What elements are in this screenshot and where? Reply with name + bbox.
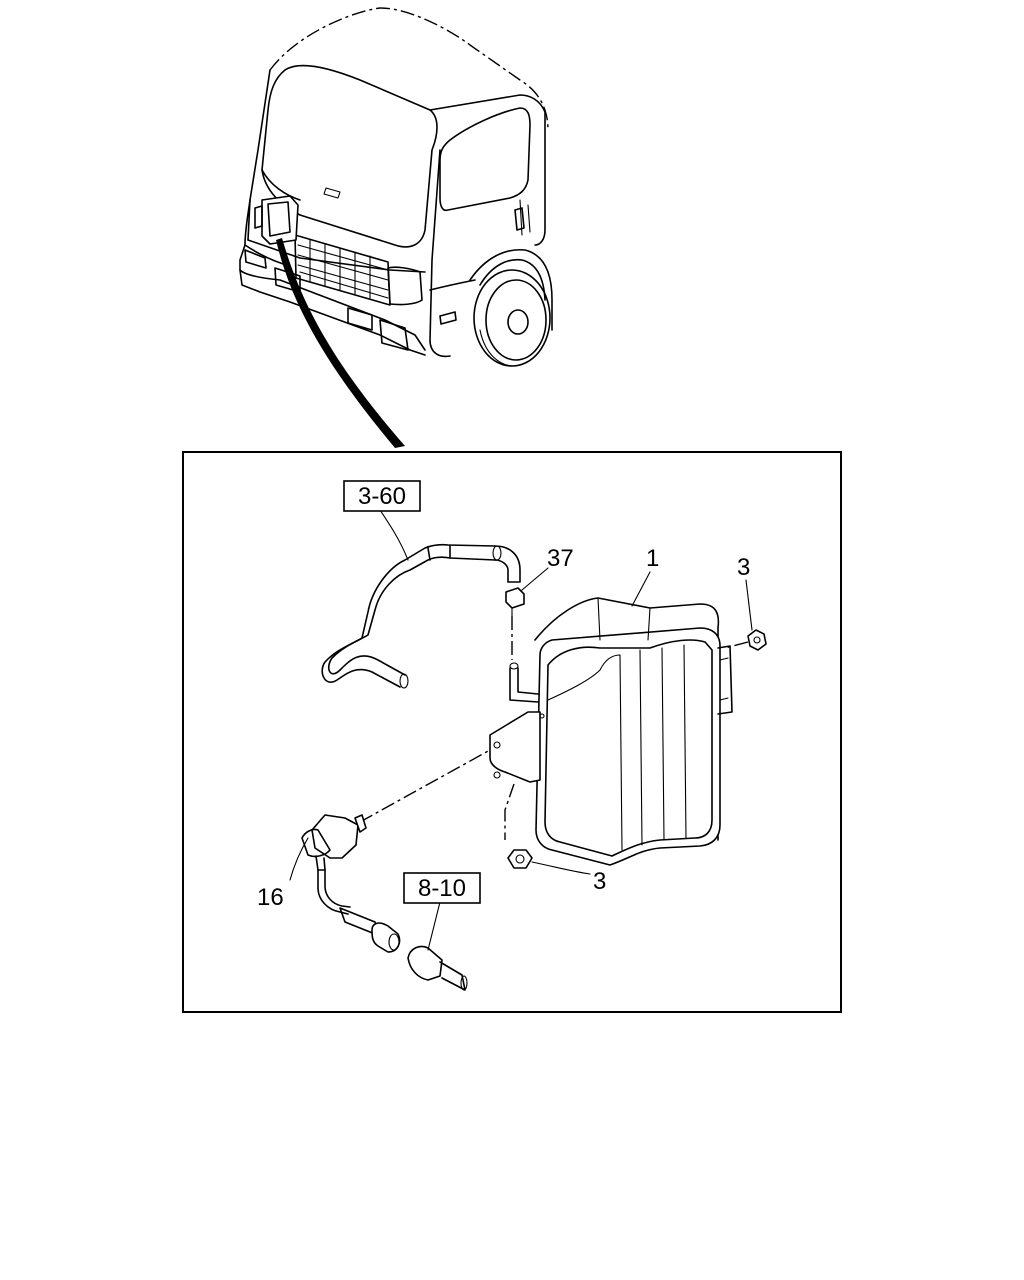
ref-label-3-60: 3-60 [358,483,406,510]
part-number-1: 1 [646,545,659,572]
ref-box-8-10 [403,872,481,904]
hose-assembly [321,543,539,703]
part-number-37: 37 [547,545,574,572]
leader-3-upper [745,579,753,631]
part-number-16: 16 [257,884,284,911]
ref-box-3-60 [343,480,421,512]
reservoir-tank [489,597,733,866]
level-sensor [301,749,491,953]
nut-upper [724,629,767,651]
leader-8-10 [427,901,441,951]
leader-3-60 [379,509,409,561]
leader-3-lower [531,861,591,875]
part-number-3-lower: 3 [593,868,606,895]
ref-label-8-10: 8-10 [418,875,466,902]
leader-37 [521,567,549,591]
truck-cab-illustration [239,7,553,448]
leader-1 [631,571,651,607]
part-number-3-upper: 3 [737,554,750,581]
harness-connector [407,945,468,991]
leader-16 [289,837,309,881]
nut-lower [504,783,533,869]
detail-frame [182,451,842,1013]
clip-part [505,587,525,660]
